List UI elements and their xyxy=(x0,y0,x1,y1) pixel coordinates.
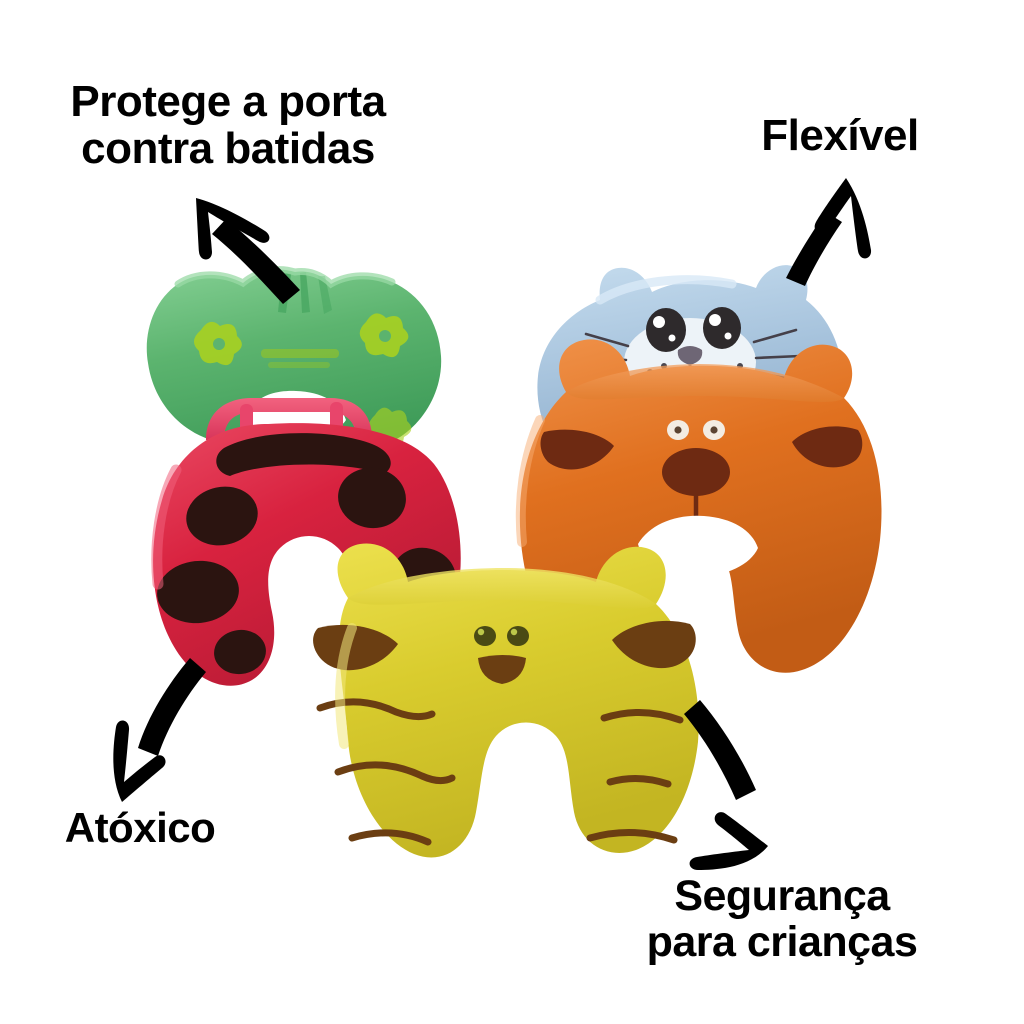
tiger-edge-highlight xyxy=(335,623,357,749)
tiger-eyes xyxy=(474,626,529,646)
bear-edge-highlight xyxy=(515,415,545,547)
callout-flexivel: Flexível xyxy=(761,111,919,160)
cat-top-highlight xyxy=(595,275,737,305)
butterfly-notch-far-right xyxy=(318,276,332,314)
bear-nose xyxy=(662,448,730,496)
ladybug-spots xyxy=(157,467,456,675)
bear-top-bevel xyxy=(566,364,844,402)
bear-eyes xyxy=(667,420,725,440)
tiger-top-bevel xyxy=(348,568,656,609)
butterfly-notch-right xyxy=(300,272,310,313)
bear-slot xyxy=(638,515,758,577)
tiger-mouth xyxy=(478,655,526,684)
bear-closed-eyes xyxy=(540,426,863,470)
butterfly-brand-decal xyxy=(261,349,339,368)
callout-protege-a-porta: Protege a porta contra batidas xyxy=(70,77,386,174)
product-yellow-tiger-stopper xyxy=(313,543,699,858)
ladybug-edge-highlight xyxy=(151,464,182,590)
ladybug-head-band xyxy=(216,433,391,476)
callout-atoxico: Atóxico xyxy=(64,804,216,851)
tiger-ear-marks xyxy=(313,620,696,671)
tiger-stripes xyxy=(316,698,684,846)
callout-seguranca-para-criancas: Segurança para crianças xyxy=(646,872,918,966)
cat-nose xyxy=(677,346,703,365)
cat-eyes xyxy=(646,307,741,352)
